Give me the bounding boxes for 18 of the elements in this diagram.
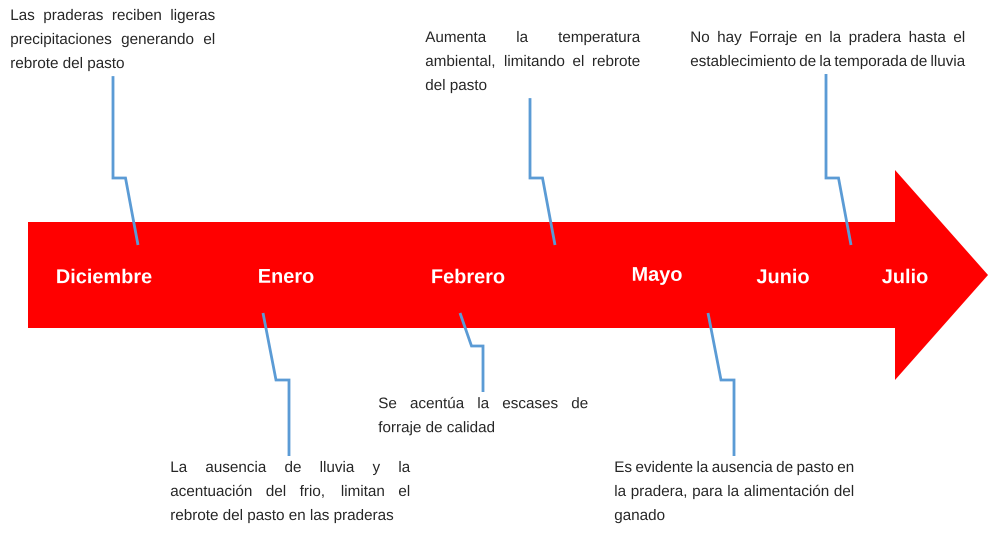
month-label: Febrero bbox=[432, 268, 504, 284]
note-text: Aumenta la temperatura ambiental, limitando el rebrote del pasto bbox=[425, 30, 640, 94]
note-text: Se acentúa la escases de forraje de calidad bbox=[378, 396, 588, 436]
leader-line bbox=[458, 312, 484, 392]
leader-line bbox=[262, 312, 290, 456]
note-text: No hay Forraje en la pradera hasta el establecimiento de la temporada de lluvia bbox=[690, 30, 966, 70]
month-label: Junio bbox=[756, 268, 809, 284]
note-text: Las praderas reciben ligeras precipitaciones generando el rebrote del pasto bbox=[11, 8, 215, 72]
leader-line bbox=[112, 76, 140, 246]
month-label: Enero bbox=[259, 269, 314, 283]
month-label: Diciembre bbox=[57, 268, 152, 284]
month-label: Mayo bbox=[632, 267, 682, 285]
note-text: La ausencia de lluvia y la acentuación del frio, limitan el rebrote del pasto en las praderas bbox=[170, 460, 410, 524]
leader-line bbox=[528, 98, 556, 246]
note-text: Es evidente la ausencia de pasto en la pradera, para la alimentación del ganado bbox=[614, 460, 854, 524]
leader-line bbox=[824, 74, 852, 246]
leader-line bbox=[706, 312, 736, 456]
month-label: Julio bbox=[882, 268, 928, 284]
